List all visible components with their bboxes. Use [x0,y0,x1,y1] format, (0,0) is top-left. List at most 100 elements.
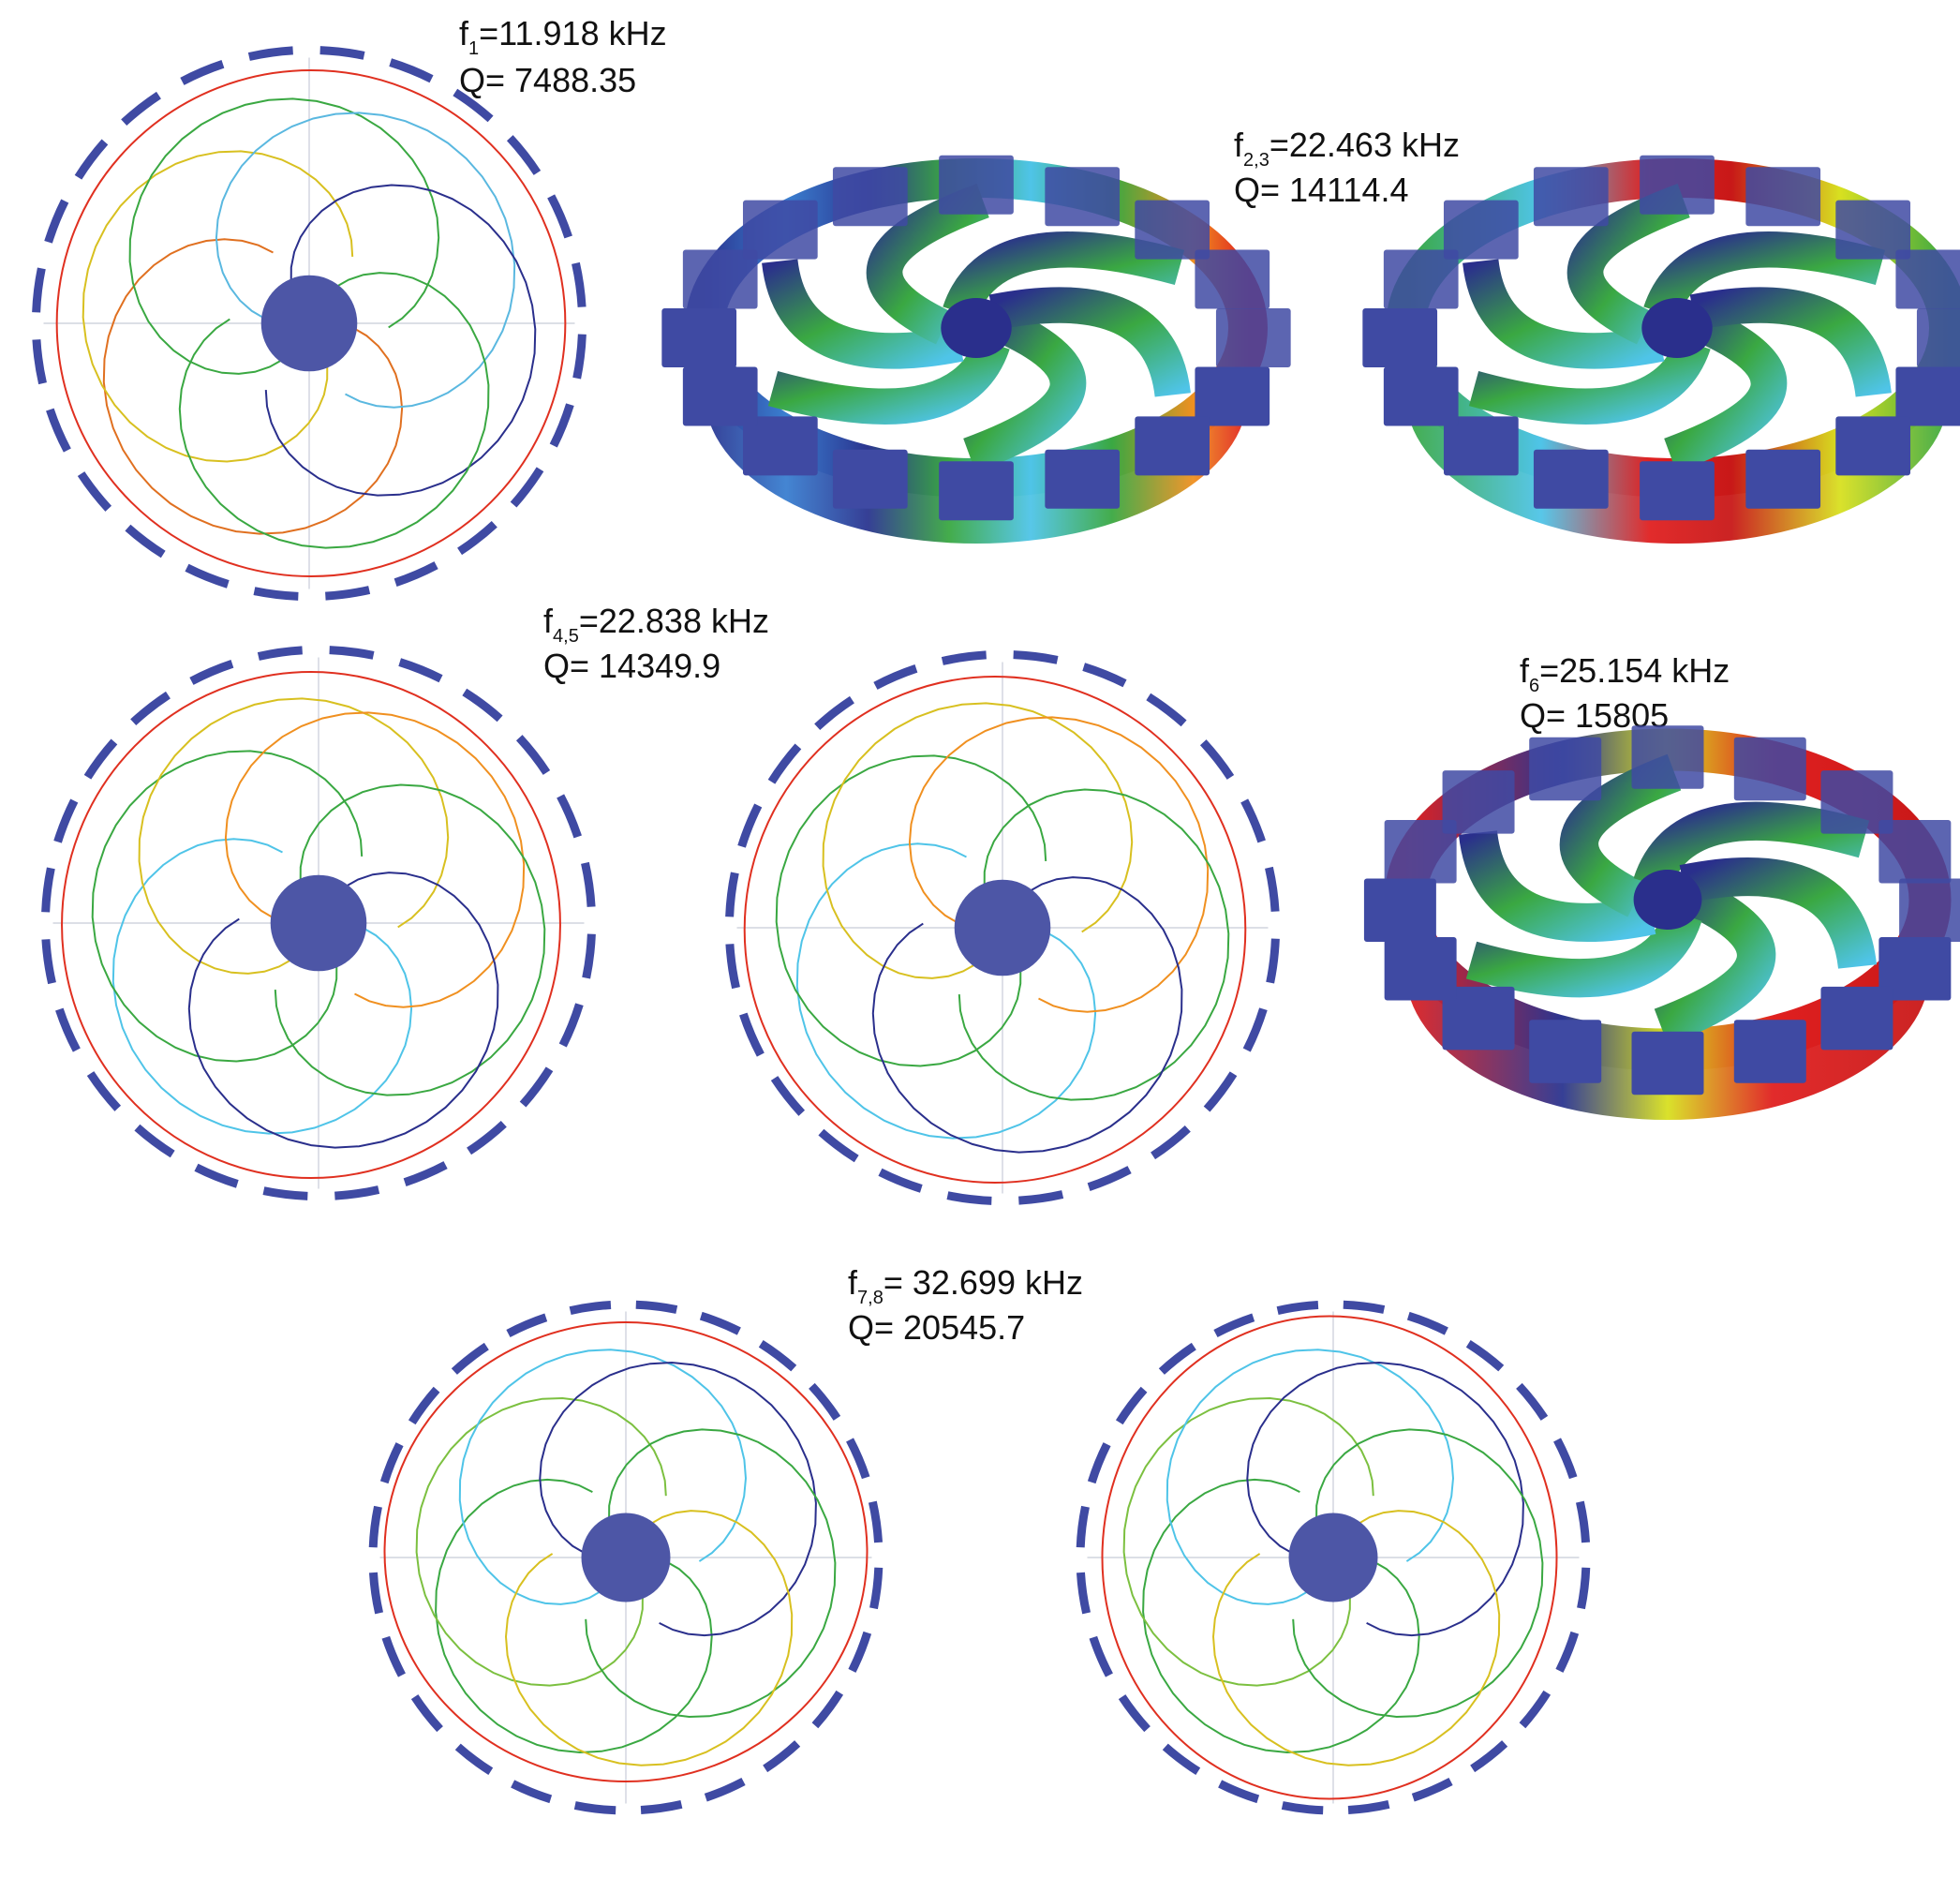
frequency-symbol: f [1234,126,1244,164]
electrode-segment [189,660,234,685]
frequency-subscript: 6 [1529,676,1539,696]
electrode-segment [1575,1500,1591,1543]
electrode-block [1045,449,1121,509]
electrode-segment [767,743,802,784]
electrode-block [1916,308,1960,367]
plan-view-m78-b [1076,1300,1591,1815]
electrode-segment [247,46,293,61]
electrode-segment [334,1185,380,1200]
electrode-segment [569,1300,612,1316]
electrode-segment [257,646,303,661]
spiral-arm [178,272,490,549]
frequency-label: f2,3=22.463 kHz [1234,126,1460,171]
electrode-segment [1577,1567,1591,1610]
electrode-segment [262,1186,308,1200]
frequency-value: =22.838 kHz [579,602,769,640]
q-factor-label: Q= 7488.35 [459,61,636,99]
electrode-segment [1347,1799,1390,1815]
electrode-block [1442,986,1515,1051]
spiral-ribbon [963,311,1087,473]
spiral-ribbon [1465,908,1702,998]
electrode-segment [1553,1438,1578,1480]
spiral-ribbon [988,287,1191,398]
frequency-subscript: 2,3 [1243,150,1270,171]
electrode-segment [946,1191,992,1205]
spiral-arm [111,838,413,1135]
electrode-segment [1146,693,1187,727]
electrode-segment [180,60,225,85]
electrode-segment [253,587,299,601]
spiral-arm [1166,1349,1455,1605]
spiral-arm [187,872,499,1149]
electrode-segment [403,1161,448,1186]
q-factor-label: Q= 20545.7 [848,1308,1025,1347]
spiral-arm [1292,1428,1544,1719]
electrode-block [1384,936,1457,1001]
electrode-block [682,249,758,309]
electrode-segment [1516,1382,1549,1421]
electrode-segment [319,46,365,60]
electrode-segment [635,1300,678,1314]
center-hub [954,879,1051,976]
electrode-segment [725,944,740,990]
spiral-arm [958,788,1230,1101]
outer-ring [1101,1315,1558,1800]
electrode-block [1135,416,1210,476]
spiral-arm [274,783,546,1096]
frequency-value: =25.154 kHz [1539,651,1730,690]
spiral-ribbon [943,231,1185,320]
electrode-segment [1343,1300,1386,1314]
frequency-value: =22.463 kHz [1270,126,1460,164]
spiral-ribbon [1458,829,1656,943]
electrode-segment [86,1071,122,1111]
spiral-ribbon [1679,857,1878,970]
center-hub [941,298,1012,358]
spiral-arm [1142,1478,1420,1754]
electrode-segment [1276,1300,1319,1316]
electrode-segment [389,58,434,83]
electrode-segment [368,1505,382,1548]
center-hub [581,1513,671,1602]
spiral-arm [1246,1361,1524,1637]
spiral-arm [91,750,364,1063]
electrode-block [1215,308,1291,367]
electrode-segment [1411,1778,1453,1802]
frequency-symbol: f [543,602,554,640]
spiral-arm [102,238,404,535]
electrode-segment [393,561,438,587]
spiral-ribbon [866,183,989,345]
electrode-block [1835,416,1911,476]
electrode-segment [873,664,918,690]
electrode-segment [1240,798,1266,843]
electrode-segment [379,1442,404,1484]
electrode-segment [506,135,542,175]
center-hub [1641,298,1713,358]
electrode-segment [704,1778,746,1802]
electrode-segment [55,1007,81,1052]
electrode-segment [41,867,55,913]
electrode-segment [1265,866,1280,912]
center-hub [1288,1513,1378,1602]
electrode-block [1383,249,1459,309]
frequency-subscript: 7,8 [857,1288,883,1308]
spiral-arm [264,184,537,497]
electrode-segment [410,1694,443,1733]
electrode-segment [325,586,371,601]
electrode-segment [770,1076,806,1116]
spiral-arm [504,1510,794,1766]
electrode-block [1195,366,1270,426]
q-factor-label: Q= 14114.4 [1234,171,1409,209]
spiral-arm [82,150,354,463]
electrode-segment [329,646,375,660]
spiral-ribbon [1664,311,1788,473]
electrode-segment [1242,1007,1268,1052]
electrode-segment [46,408,71,453]
electrode-block [939,461,1014,521]
electrode-segment [74,139,109,180]
electrode-segment [557,794,582,839]
spiral-arm [775,754,1047,1067]
iso-view-m6 [1363,725,1960,1120]
spiral-arm [1211,1510,1501,1766]
